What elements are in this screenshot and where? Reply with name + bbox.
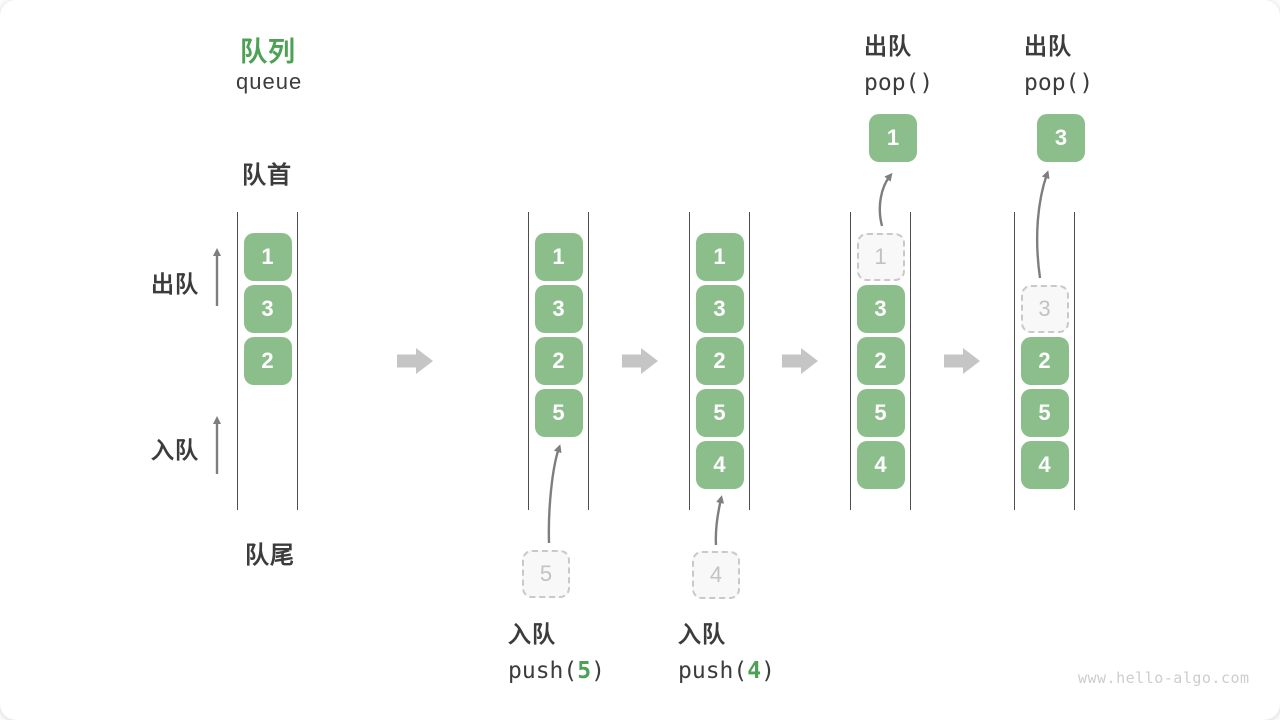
pending-enqueue-cell: 4 — [692, 551, 740, 599]
queue-cell: 3 — [856, 285, 905, 333]
queue-cell: 4 — [695, 441, 744, 489]
pop-arrow — [1035, 170, 1050, 279]
queue-cell: 2 — [856, 337, 905, 385]
dequeue-op-code: pop() — [1024, 70, 1094, 96]
removed-queue-cell: 1 — [856, 233, 905, 281]
queue-cell: 3 — [534, 285, 583, 333]
push-arrow — [714, 495, 724, 546]
popped-cell: 1 — [869, 114, 917, 162]
queue-cell: 5 — [1020, 389, 1069, 437]
popped-cell: 3 — [1037, 114, 1085, 162]
queue-cell: 3 — [695, 285, 744, 333]
enqueue-op-code: push(4) — [678, 658, 775, 684]
enqueue-op-zh: 入队 — [678, 621, 726, 647]
dequeue-operation-label: 出队 pop() — [864, 28, 933, 102]
flow-arrow — [944, 348, 980, 374]
dequeue-side-label: 出队 — [151, 271, 199, 297]
queue-cell: 4 — [1020, 441, 1069, 489]
queue-cell: 5 — [534, 389, 583, 437]
dequeue-operation-label: 出队 pop() — [1024, 28, 1093, 102]
flow-arrow — [397, 348, 433, 374]
watermark: www.hello-algo.com — [1078, 669, 1250, 687]
pop-arrow — [878, 172, 893, 227]
dequeue-op-code: pop() — [864, 70, 934, 96]
queue-state-3: 1 3 2 5 4 — [689, 212, 750, 510]
diagram-title-en: queue — [236, 69, 303, 94]
enqueue-op-zh: 入队 — [508, 621, 556, 647]
queue-cell: 5 — [856, 389, 905, 437]
enqueue-operation-label: 入队 push(4) — [678, 616, 775, 690]
queue-cell: 2 — [243, 337, 292, 385]
queue-rear-label: 队尾 — [245, 542, 295, 569]
removed-queue-cell: 3 — [1020, 285, 1069, 333]
enqueue-operation-label: 入队 push(5) — [508, 616, 605, 690]
queue-cell: 5 — [695, 389, 744, 437]
diagram-title-zh: 队列 — [240, 37, 296, 67]
flow-arrow — [782, 348, 818, 374]
queue-state-2: 1 3 2 5 — [528, 212, 589, 510]
queue-cell: 2 — [1020, 337, 1069, 385]
queue-cell: 4 — [856, 441, 905, 489]
pending-enqueue-cell: 5 — [522, 550, 570, 598]
dequeue-op-zh: 出队 — [864, 33, 912, 59]
queue-cell: 1 — [534, 233, 583, 281]
queue-cell: 2 — [695, 337, 744, 385]
queue-cell: 3 — [243, 285, 292, 333]
push-arrow — [547, 444, 562, 544]
queue-state-1: 1 3 2 — [237, 212, 298, 510]
queue-front-label: 队首 — [242, 162, 292, 189]
dequeue-op-zh: 出队 — [1024, 33, 1072, 59]
enqueue-side-label: 入队 — [151, 437, 199, 463]
queue-cell: 1 — [695, 233, 744, 281]
flow-arrow — [622, 348, 658, 374]
enqueue-op-code: push(5) — [508, 658, 605, 684]
queue-cell: 1 — [243, 233, 292, 281]
queue-cell: 2 — [534, 337, 583, 385]
queue-state-4: 1 3 2 5 4 — [850, 212, 911, 510]
queue-state-5: 3 2 5 4 — [1014, 212, 1075, 510]
